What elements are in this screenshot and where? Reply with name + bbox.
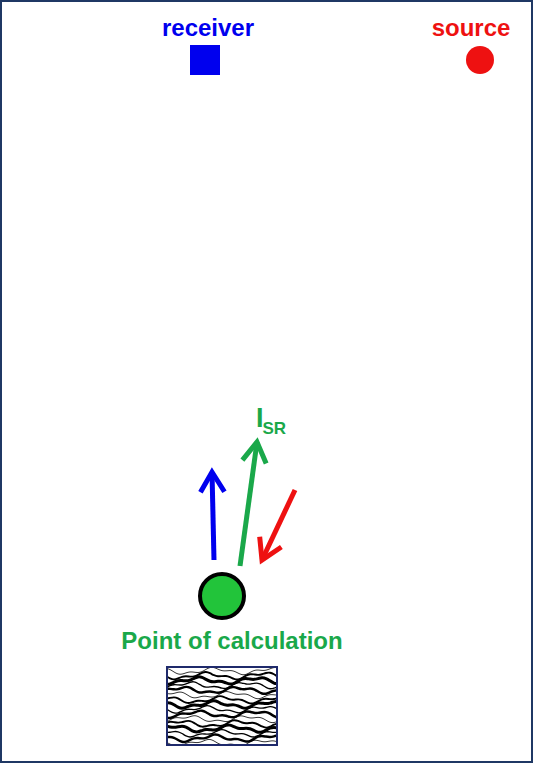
seismic-reflector [168, 692, 276, 699]
arrow-shaft [240, 442, 257, 566]
receiver-ray-arrow [200, 472, 224, 560]
receiver-square [190, 45, 220, 75]
node-label: source [432, 14, 511, 42]
point-dot [200, 574, 244, 618]
seismic-image [166, 667, 278, 747]
node-label: receiver [162, 14, 254, 42]
square-shape [190, 45, 220, 75]
arrow-shaft [212, 472, 214, 560]
arrow-head [242, 442, 266, 463]
source-ray-arrow [260, 490, 295, 560]
circle-outline-shape [197, 571, 247, 621]
seismic-reflector [168, 711, 276, 718]
source-marker: source [430, 12, 513, 77]
source-dot [466, 46, 494, 74]
ray-arrows [200, 442, 295, 566]
node-label: Point of calculation [121, 627, 342, 655]
calculation-point: Point of calculation [119, 569, 344, 657]
circle-shape [465, 45, 495, 75]
seismic-reflector [168, 725, 276, 732]
seismic-frame [167, 667, 277, 745]
arrow-head [260, 537, 282, 560]
seismic-reflector [168, 739, 276, 744]
receiver-marker: receiver [160, 12, 256, 77]
seismic-reflector [168, 701, 276, 708]
intensity-symbol: I [256, 405, 264, 432]
arrow-head [200, 472, 224, 492]
intensity-subscript: SR [263, 420, 287, 437]
